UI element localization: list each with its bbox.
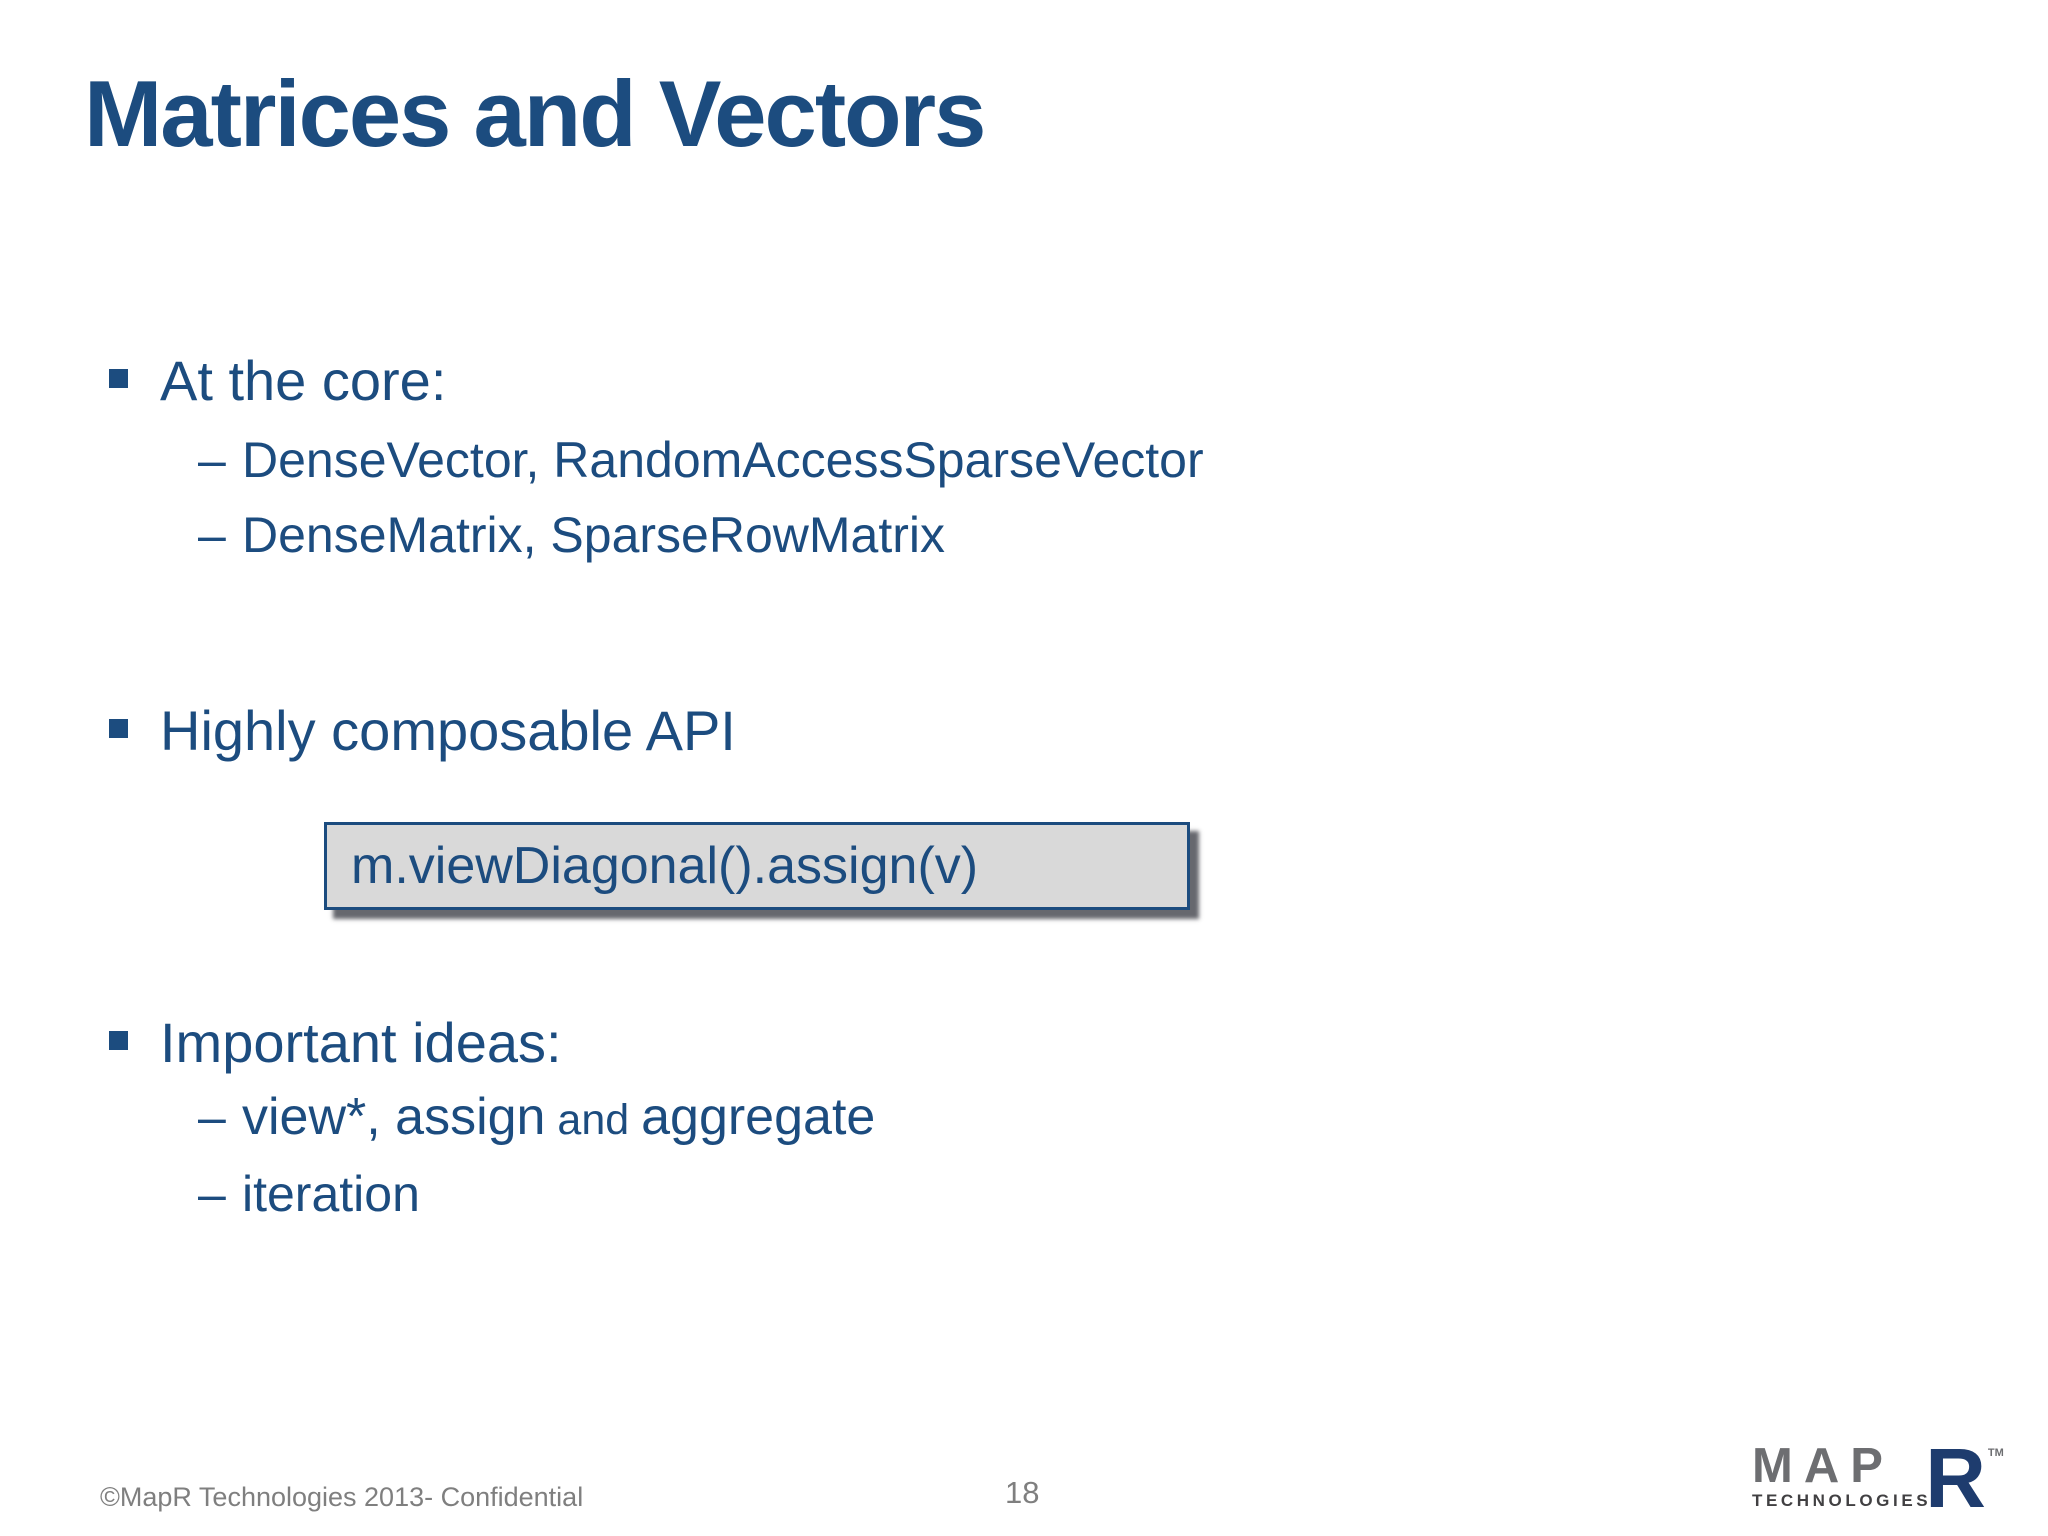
bullet-core-sub-1-text: DenseVector, RandomAccessSparseVector xyxy=(242,432,1204,488)
code-box: m.viewDiagonal().assign(v) xyxy=(324,822,1190,910)
mapr-logo-map-text: MAP xyxy=(1752,1439,1894,1493)
bullet-core-sub-2-text: DenseMatrix, SparseRowMatrix xyxy=(242,507,945,563)
footer-copyright: ©MapR Technologies 2013- Confidential xyxy=(100,1482,584,1512)
bullet-square-icon xyxy=(109,719,128,738)
bullet-core-sub-2: –DenseMatrix, SparseRowMatrix xyxy=(198,507,945,565)
mapr-logo-r-text: R xyxy=(1925,1431,1986,1525)
bullet-square-icon xyxy=(109,1031,128,1050)
dash-marker: – xyxy=(198,1089,226,1145)
code-snippet: m.viewDiagonal().assign(v) xyxy=(351,837,979,895)
dash-marker: – xyxy=(198,432,226,488)
bullet-ideas-label: Important ideas: xyxy=(160,1011,562,1074)
ideas-sub-1-part-1: view*, assign xyxy=(242,1088,546,1146)
ideas-sub-1-part-2: and xyxy=(545,1096,642,1144)
bullet-ideas-sub-1: –view*, assign and aggregate xyxy=(198,1088,875,1148)
mapr-logo-technologies-text: TECHNOLOGIES xyxy=(1752,1491,1932,1511)
bullet-ideas-sub-2-text: iteration xyxy=(242,1166,420,1222)
bullet-api-label: Highly composable API xyxy=(160,699,736,762)
dash-marker: – xyxy=(198,1166,226,1222)
bullet-ideas-sub-2: –iteration xyxy=(198,1166,420,1224)
mapr-logo-left-column: MAP TECHNOLOGIES xyxy=(1752,1439,1932,1511)
dash-marker: – xyxy=(198,507,226,563)
page-number: 18 xyxy=(1005,1475,1040,1510)
bullet-core-label: At the core: xyxy=(160,349,447,412)
mapr-logo: MAP TECHNOLOGIES R TM xyxy=(1752,1431,2004,1525)
mapr-logo-trademark: TM xyxy=(1987,1447,2004,1459)
slide-title: Matrices and Vectors xyxy=(84,61,986,166)
bullet-core-sub-1: –DenseVector, RandomAccessSparseVector xyxy=(198,432,1204,490)
bullet-square-icon xyxy=(109,369,128,388)
ideas-sub-1-part-3: aggregate xyxy=(641,1088,876,1146)
